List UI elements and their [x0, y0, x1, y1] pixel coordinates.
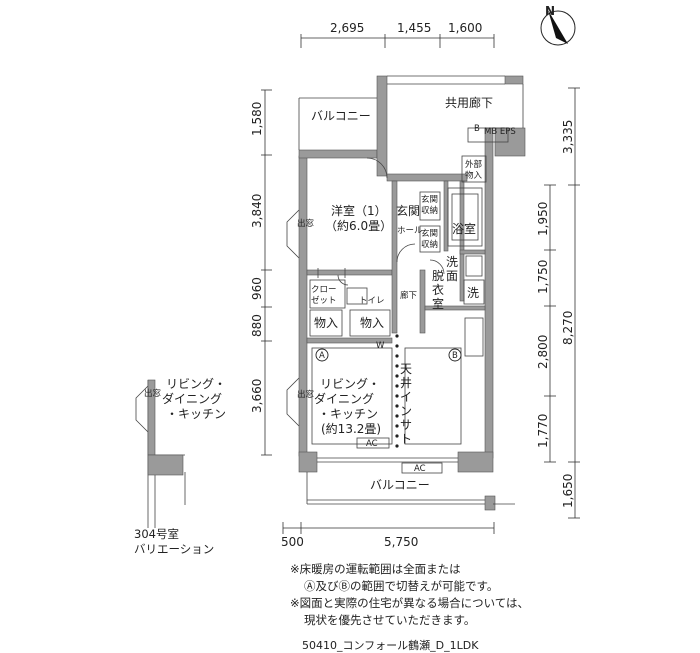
toilet-label: トイレ [359, 296, 385, 306]
variation-caption: 304号室 バリエーション [134, 527, 214, 557]
dim-right-outer-3: 1,650 [561, 474, 575, 508]
notes-block: ※床暖房の運転範囲は全面または Ⓐ及びⒷの範囲で切替えが可能です。 ※図面と実際… [290, 561, 529, 629]
window-label-2: 出窓 [297, 389, 315, 400]
ldk-size-label: (約13.2畳) [321, 421, 381, 436]
ceiling-insert-1: 天 [400, 362, 412, 376]
dim-top-3: 1,600 [448, 21, 482, 35]
dim-top-1: 2,695 [330, 21, 364, 35]
ceiling-insert-4: ン [400, 404, 412, 418]
washer-label: 洗 [467, 286, 479, 300]
ldk-label-3: ・キッチン [318, 407, 378, 421]
zone-markers [315, 348, 462, 362]
north-arrow-icon: N [540, 4, 576, 46]
dim-right-outer-1: 3,335 [561, 120, 575, 154]
dim-left-2: 3,840 [250, 194, 264, 228]
dimension-texts: 2,695 1,455 1,600 1,580 3,840 960 880 3,… [250, 21, 575, 549]
thin-lines [135, 75, 524, 528]
variation-ldk-2: ダイニング [162, 391, 222, 406]
zone-a-label: A [319, 351, 325, 361]
dim-left-4: 880 [250, 314, 264, 337]
corridor-label: 共用廊下 [445, 95, 493, 110]
variation-walls [147, 379, 184, 476]
dressing-label-2: 衣 [432, 282, 444, 297]
dim-bottom-1: 500 [281, 535, 304, 549]
balcony-top-label: バルコニー [311, 109, 371, 123]
variation-caption-line-2: バリエーション [134, 542, 215, 556]
closet-label-2: ゼット [311, 295, 337, 306]
dimension-lines [261, 34, 580, 534]
ext-storage-label-2: 物入 [465, 170, 483, 181]
room-labels: 共用廊下 バルコニー バルコニー 洋室（1） （約6.0畳） 玄関 ホール 浴室… [297, 95, 516, 492]
dim-top-2: 1,455 [397, 21, 431, 35]
ac-label-2: AC [414, 464, 426, 474]
variation-ldk-1: リビング・ [166, 377, 226, 391]
shoe-storage-label-2: 収納 [421, 205, 438, 216]
north-label: N [545, 4, 555, 18]
western-room-label: 洋室（1） [331, 203, 387, 218]
dim-right-inner-3: 2,800 [536, 335, 550, 369]
note-line-3: ※図面と実際の住宅が異なる場合については、 [290, 596, 530, 610]
wash-label-2: 面 [446, 269, 458, 283]
dim-right-inner-1: 1,950 [536, 202, 550, 236]
dim-bottom-2: 5,750 [384, 535, 418, 549]
note-line-1: ※床暖房の運転範囲は全面または [290, 562, 461, 576]
footer-caption: 50410_コンフォール鶴瀬_D_1LDK [302, 639, 479, 652]
wash-label-1: 洗 [446, 255, 458, 269]
w-mark-label: W [376, 341, 385, 351]
dim-left-3: 960 [250, 277, 264, 300]
ac-label-1: AC [366, 439, 378, 449]
shoe-storage-label-1: 玄関 [421, 194, 438, 205]
mb-b-label: B [474, 124, 480, 134]
storage-label-2: 物入 [360, 316, 384, 330]
ceiling-insert-5: サ [400, 418, 412, 432]
bath-label: 浴室 [452, 221, 476, 236]
zone-b-label: B [452, 351, 458, 361]
ldk-label-2: ダイニング [314, 391, 374, 406]
variation-ldk-3: ・キッチン [166, 407, 226, 421]
shoe-storage-label-4: 収納 [421, 239, 438, 250]
ext-storage-label-1: 外部 [465, 159, 483, 170]
dressing-label-1: 脱 [432, 268, 444, 283]
ceiling-insert-line [395, 334, 399, 448]
dim-right-inner-2: 1,750 [536, 260, 550, 294]
balcony-bottom-label: バルコニー [370, 478, 430, 492]
entrance-label: 玄関 [396, 203, 420, 218]
dim-left-1: 1,580 [250, 102, 264, 136]
variation-window-label: 出窓 [144, 388, 162, 399]
variation-caption-line-1: 304号室 [134, 527, 179, 541]
western-room-size: （約6.0畳） [325, 218, 392, 233]
dim-right-outer-2: 8,270 [561, 311, 575, 345]
hallway-label: 廊下 [400, 290, 418, 301]
ldk-label-1: リビング・ [320, 377, 380, 391]
ceiling-insert-3: イ [400, 390, 412, 404]
note-line-4: 現状を優先させていただきます。 [304, 613, 476, 627]
storage-label-1: 物入 [314, 316, 338, 330]
hall-label: ホール [397, 226, 423, 236]
shoe-storage-label-3: 玄関 [421, 228, 438, 239]
dressing-label-3: 室 [432, 296, 444, 311]
closet-label-1: クロー [311, 285, 337, 295]
note-line-2: Ⓐ及びⒷの範囲で切替えが可能です。 [304, 579, 499, 593]
variation-panel: 出窓 リビング・ ダイニング ・キッチン [144, 377, 226, 421]
walls [298, 75, 526, 511]
ceiling-insert-2: 井 [400, 376, 412, 390]
ceiling-insert-6: ト [400, 432, 412, 446]
window-label-1: 出窓 [297, 218, 315, 229]
dim-right-inner-4: 1,770 [536, 414, 550, 448]
dim-left-5: 3,660 [250, 379, 264, 413]
mb-eps-label: MB EPS [484, 127, 516, 137]
